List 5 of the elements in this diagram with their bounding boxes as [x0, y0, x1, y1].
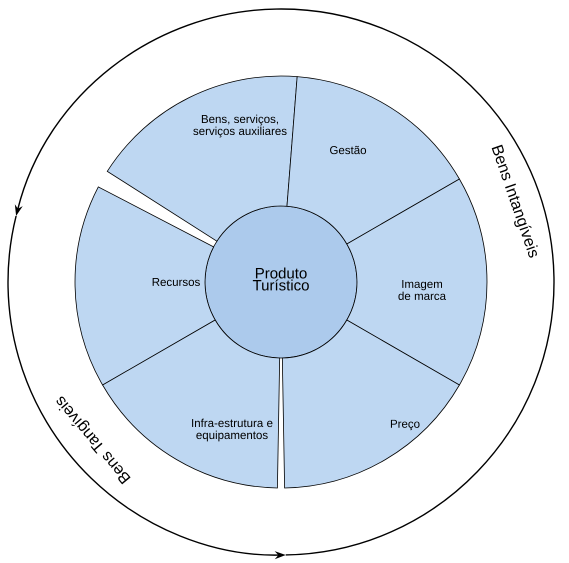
ring-segment: Preço — [282, 320, 460, 488]
ring-segment: Imagem de marca — [346, 178, 488, 386]
ring-segment: Gestão — [286, 76, 460, 244]
ring-segment: Recursos — [74, 186, 216, 386]
ring-segment: Bens, serviços, serviços auxiliares — [106, 76, 298, 242]
